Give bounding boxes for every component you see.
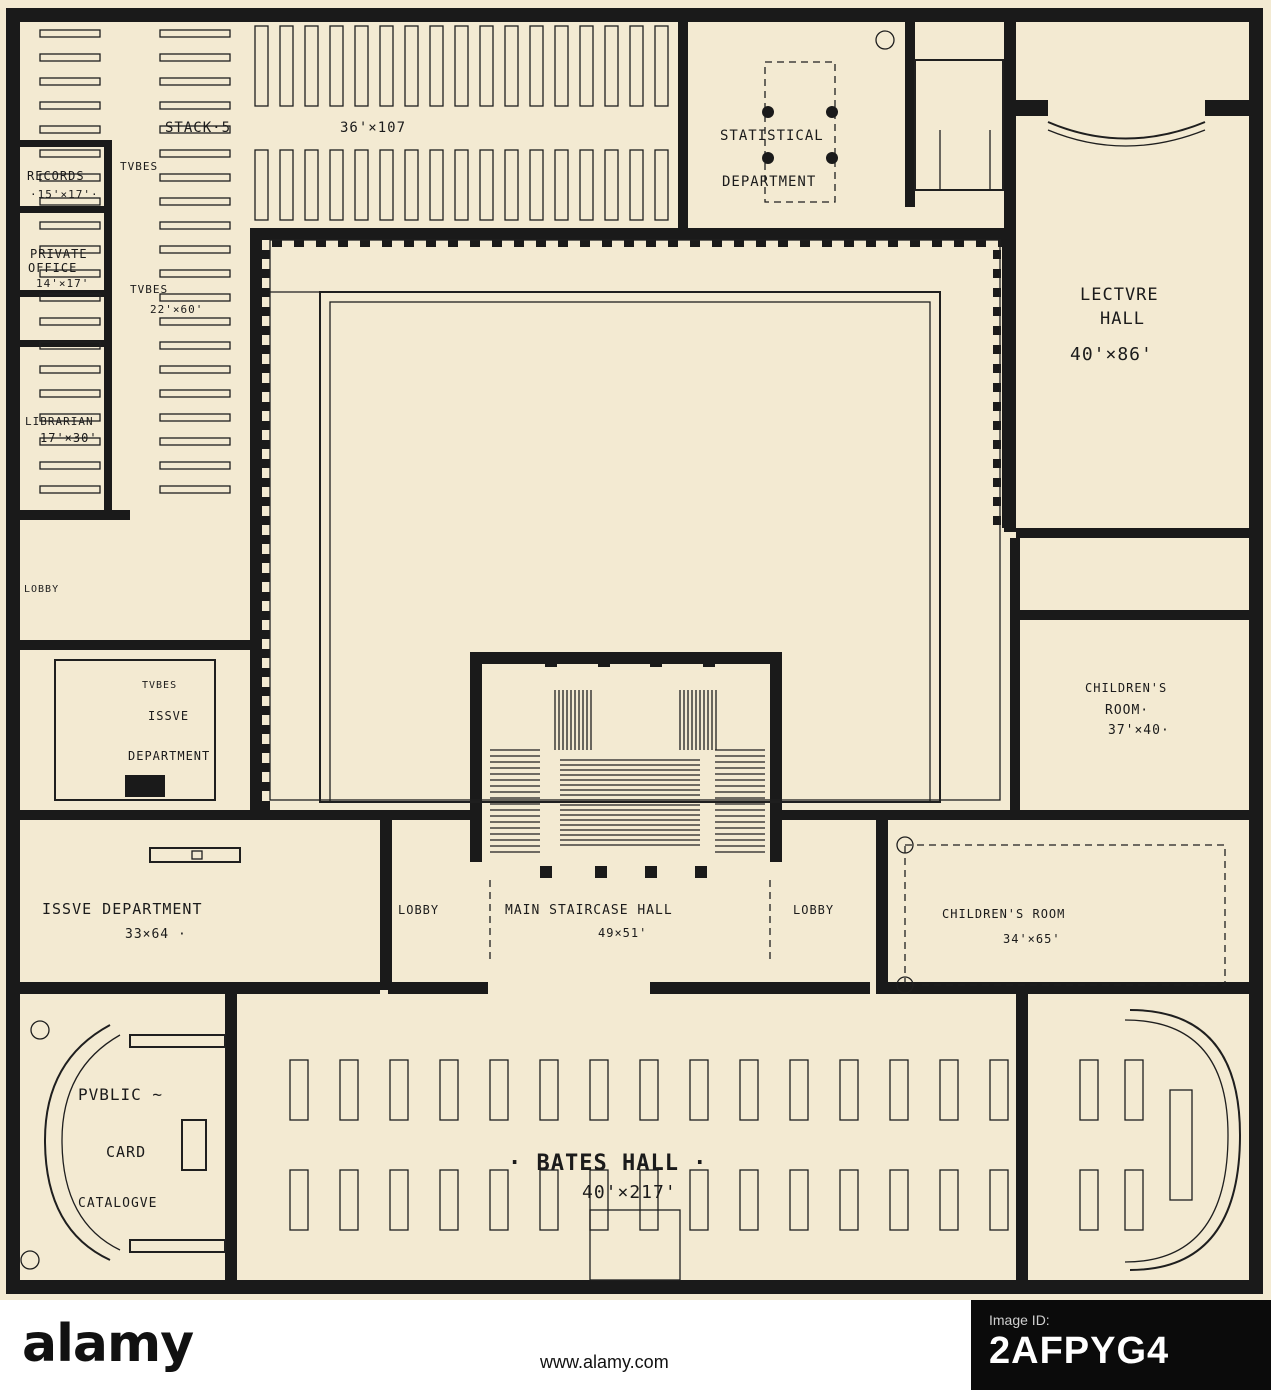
alamy-logo: alamy [22,1314,194,1374]
childrens-room-outline [896,836,1226,994]
interior-walls [20,22,1249,1280]
private-office-label-1: PRIVATE [30,247,88,261]
lobby-left-label: LOBBY [24,584,59,595]
issue-dept-size: 33×64 · [125,927,187,942]
records-label: RECORDS [27,169,85,183]
childrens-room-2-label: CHILDREN'S ROOM [942,907,1065,921]
floor-plan-drawing: STACK·5 36'×107 TVBES TVBES 22'×60' RECO… [6,8,1263,1294]
main-staircase-treads [490,690,765,853]
bates-hall-tables [289,1059,1144,1231]
courtyard-pilasters [262,240,1008,810]
card-catalogue-curve [20,1020,226,1270]
bates-hall-apse [589,1009,1242,1281]
tubes-issue-label: TVBES [142,680,177,691]
tubes-label-1: TVBES [120,160,158,173]
lecture-label-2: HALL [1100,309,1145,329]
childrens-room-1-label-1: CHILDREN'S [1085,681,1167,695]
image-id-box: Image ID: 2AFPYG4 [971,1300,1271,1390]
bates-hall-label: · BATES HALL · [508,1151,707,1176]
childrens-room-2-size: 34'×65' [1003,932,1061,946]
image-id-label: Image ID: [989,1312,1050,1328]
private-office-label-2: OFFICE [28,261,77,275]
lecture-stage [1016,100,1249,147]
room-labels: STACK·5 36'×107 TVBES TVBES 22'×60' RECO… [24,120,1170,1211]
public-label-1: PVBLIC ~ [78,1085,163,1104]
corner-stairs [914,59,1004,191]
tube-shelving [39,29,231,494]
librarian-size: 17'×30' [40,431,98,445]
stack-label: STACK·5 [165,120,231,136]
tubes-label-2: TVBES [130,283,168,296]
childrens-room-1-label-2: ROOM· [1105,703,1149,718]
image-id-value: 2AFPYG4 [989,1330,1170,1372]
issue-counter [54,659,241,863]
main-staircase-size: 49×51' [598,926,647,940]
watermark-footer: alamy www.alamy.com Image ID: 2AFPYG4 [0,1300,1271,1390]
tubes-size: 22'×60' [150,303,203,316]
records-size: ·15'×17'· [30,188,99,201]
main-staircase-columns [489,655,771,960]
floor-plan: STACK·5 36'×107 TVBES TVBES 22'×60' RECO… [0,0,1271,1300]
alamy-url: www.alamy.com [540,1352,669,1372]
lecture-label-1: LECTVRE [1080,285,1159,305]
public-label-3: CATALOGVE [78,1196,157,1211]
issue-small-label-1: ISSVE [148,709,189,723]
lobby-b-label: LOBBY [793,903,834,917]
childrens-room-1-size: 37'×40· [1108,723,1170,738]
main-staircase-label: MAIN STAIRCASE HALL [505,903,673,918]
private-office-size: 14'×17' [36,277,89,290]
statistical-columns [762,30,895,203]
stack-shelving [254,25,669,221]
outer-walls [6,8,1263,1294]
courtyard [269,239,1001,803]
statistical-label-2: DEPARTMENT [722,174,816,190]
issue-dept-label: ISSVE DEPARTMENT [42,900,203,918]
issue-small-label-2: DEPARTMENT [128,749,210,763]
bates-hall-size: 40'×217' [582,1182,677,1203]
public-label-2: CARD [106,1143,146,1161]
lecture-size: 40'×86' [1070,344,1153,365]
librarian-label: LIBRARIAN [25,415,94,428]
lobby-a-label: LOBBY [398,903,439,917]
stack-size: 36'×107 [340,120,406,136]
statistical-label-1: STATISTICAL [720,128,824,144]
